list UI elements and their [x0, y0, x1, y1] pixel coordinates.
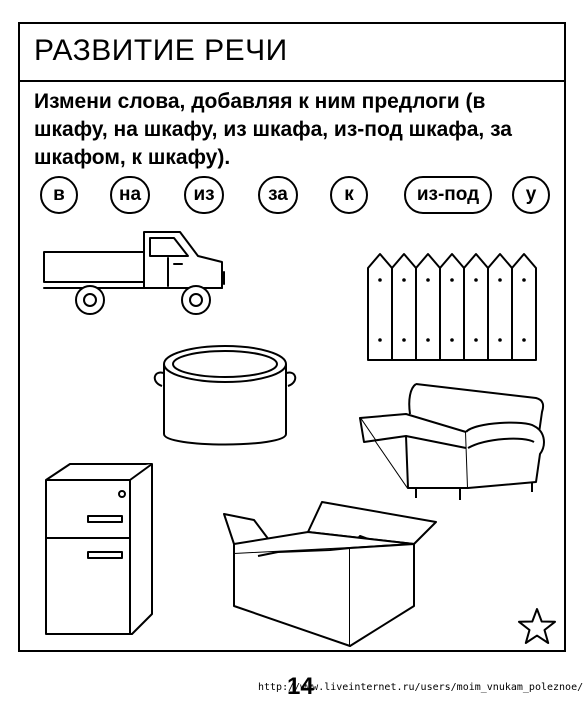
- preposition-u: у: [512, 176, 550, 214]
- truck-icon: [43, 231, 225, 315]
- task-instructions: Измени слова, добавляя к ним предлоги (в…: [34, 88, 554, 172]
- preposition-za: за: [258, 176, 298, 214]
- page-number: 14: [287, 673, 314, 700]
- refrigerator-icon: [45, 463, 153, 635]
- preposition-iz: из: [184, 176, 224, 214]
- pot-icon: [153, 345, 297, 446]
- star-icon: [518, 608, 556, 644]
- source-watermark: http://www.liveinternet.ru/users/moim_vn…: [258, 682, 584, 693]
- preposition-iz-pod: из-под: [404, 176, 492, 214]
- task-line-1: Измени слова, добавляя к ним предлоги (в: [34, 90, 486, 113]
- preposition-row: в на из за к из-под у: [40, 176, 555, 220]
- task-line-2: шкафу, на шкафу, из шкафа, из-под шкафа,…: [34, 118, 512, 141]
- worksheet-frame: РАЗВИТИЕ РЕЧИ Измени слова, добавляя к н…: [18, 22, 566, 652]
- fence-boards: [367, 253, 537, 361]
- title-divider: [20, 80, 564, 82]
- preposition-na: на: [110, 176, 150, 214]
- page-title: РАЗВИТИЕ РЕЧИ: [34, 34, 288, 67]
- box-icon: [223, 501, 437, 647]
- preposition-k: к: [330, 176, 368, 214]
- fence-icon: [367, 253, 537, 361]
- task-line-3: шкафом, к шкафу).: [34, 146, 231, 169]
- sofa-icon: [359, 383, 545, 500]
- preposition-v: в: [40, 176, 78, 214]
